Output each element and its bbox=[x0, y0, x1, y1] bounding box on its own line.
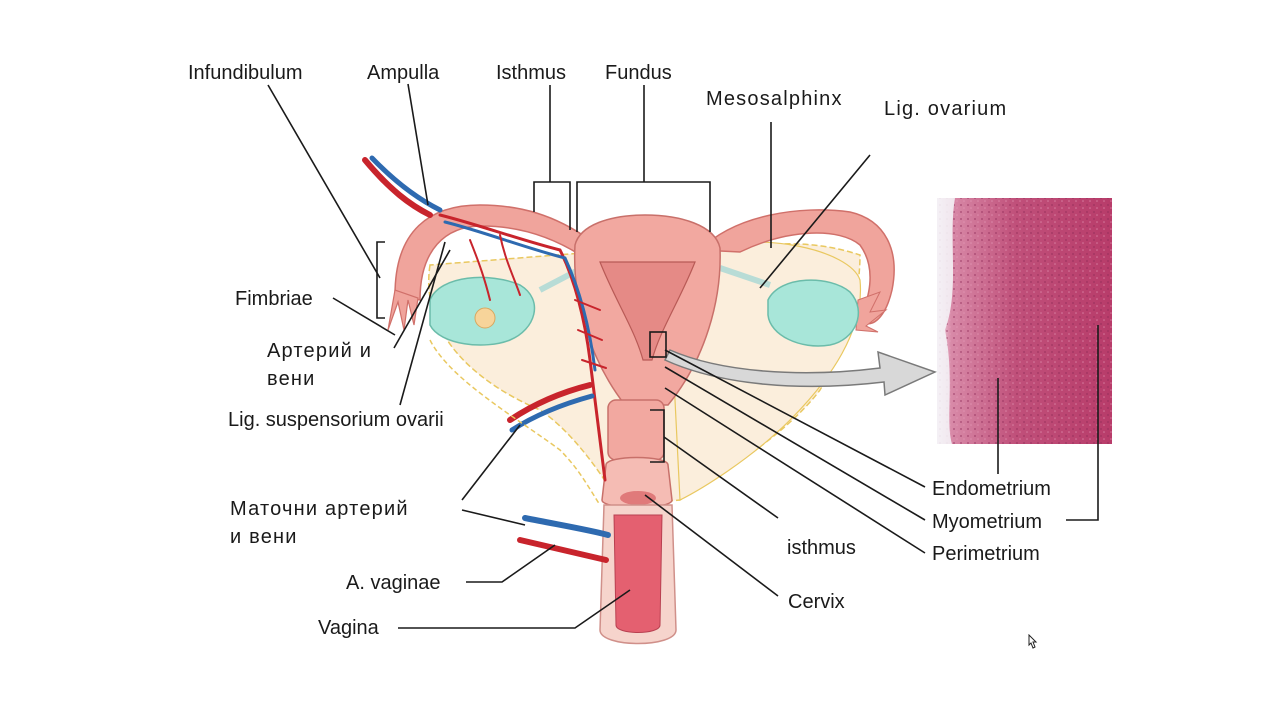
label-arterii-veni-line1: Артерий и bbox=[267, 340, 373, 362]
label-myometrium: Myometrium bbox=[932, 511, 1043, 533]
label-ampulla: Ampulla bbox=[367, 62, 440, 84]
right-ovary bbox=[767, 279, 860, 347]
label-lig-suspensorium-ovarii: Lig. suspensorium ovarii bbox=[228, 409, 444, 431]
ovarian-ligament bbox=[719, 265, 771, 288]
label-lig-ovarium: Lig. ovarium bbox=[884, 98, 1008, 120]
uterine-cavity bbox=[599, 261, 696, 361]
right-fimbriae-shape bbox=[855, 291, 888, 333]
magnify-arrow-icon bbox=[663, 349, 937, 397]
endometrium-tissue-image bbox=[937, 198, 1112, 444]
label-arterii-veni-line2: вени bbox=[267, 368, 316, 390]
label-cervix: Cervix bbox=[788, 591, 845, 613]
label-fundus: Fundus bbox=[605, 62, 672, 84]
label-isthmus-top: Isthmus bbox=[496, 62, 567, 84]
label-matochni-arterii-line1: Маточни артерий bbox=[230, 498, 409, 520]
right-fallopian-tube bbox=[698, 209, 895, 325]
vaginal-canal bbox=[613, 514, 663, 633]
leader-lines bbox=[267, 83, 1099, 629]
fimbriae-shape bbox=[387, 289, 419, 331]
label-isthmus-low: isthmus bbox=[787, 537, 856, 559]
label-infundibulum: Infundibulum bbox=[188, 62, 303, 84]
cervical-os bbox=[620, 491, 656, 505]
label-mesosalphinx: Mesosalphinx bbox=[706, 88, 843, 110]
ovarian-follicle bbox=[474, 307, 496, 329]
blood-vessels bbox=[362, 155, 611, 563]
suspensory-ligament-dashed bbox=[429, 339, 601, 506]
cursor-icon bbox=[1028, 634, 1038, 649]
label-fimbriae: Fimbriae bbox=[235, 288, 313, 310]
label-vagina: Vagina bbox=[318, 617, 379, 639]
label-a-vaginae: A. vaginae bbox=[346, 572, 441, 594]
isthmus-region bbox=[607, 399, 665, 461]
label-perimetrium: Perimetrium bbox=[932, 543, 1040, 565]
label-endometrium: Endometrium bbox=[932, 478, 1051, 500]
label-matochni-arterii-line2: и вени bbox=[230, 526, 298, 548]
